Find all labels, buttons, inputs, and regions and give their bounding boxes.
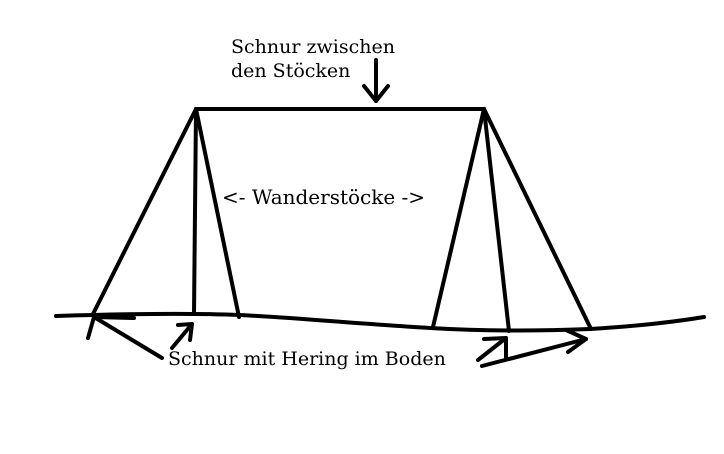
ridge-arrow [362, 58, 390, 103]
right-pole-vertical [482, 107, 511, 333]
ridge-string-label-line2: den Stöcken [231, 60, 351, 82]
left-pole-vertical [192, 107, 198, 316]
guyline-peg-label: Schnur mit Hering im Boden [167, 348, 447, 370]
right-guyline [482, 107, 593, 331]
left-peg-arrow [86, 315, 164, 360]
left-guyline [91, 107, 198, 316]
right-peg-arrow [480, 328, 588, 368]
right-pole-angled [431, 107, 486, 329]
left-pole-base-arrow [170, 322, 194, 350]
right-pole-base-arrow [476, 336, 508, 362]
ridge-string-label-line1: Schnur zwischen [231, 36, 395, 58]
poles-label: <- Wanderstöcke -> [222, 185, 426, 209]
left-pole-angled [194, 107, 241, 319]
ridge-string-label: Schnur zwischen den Stöcken [231, 35, 395, 83]
ground-line [54, 311, 706, 333]
